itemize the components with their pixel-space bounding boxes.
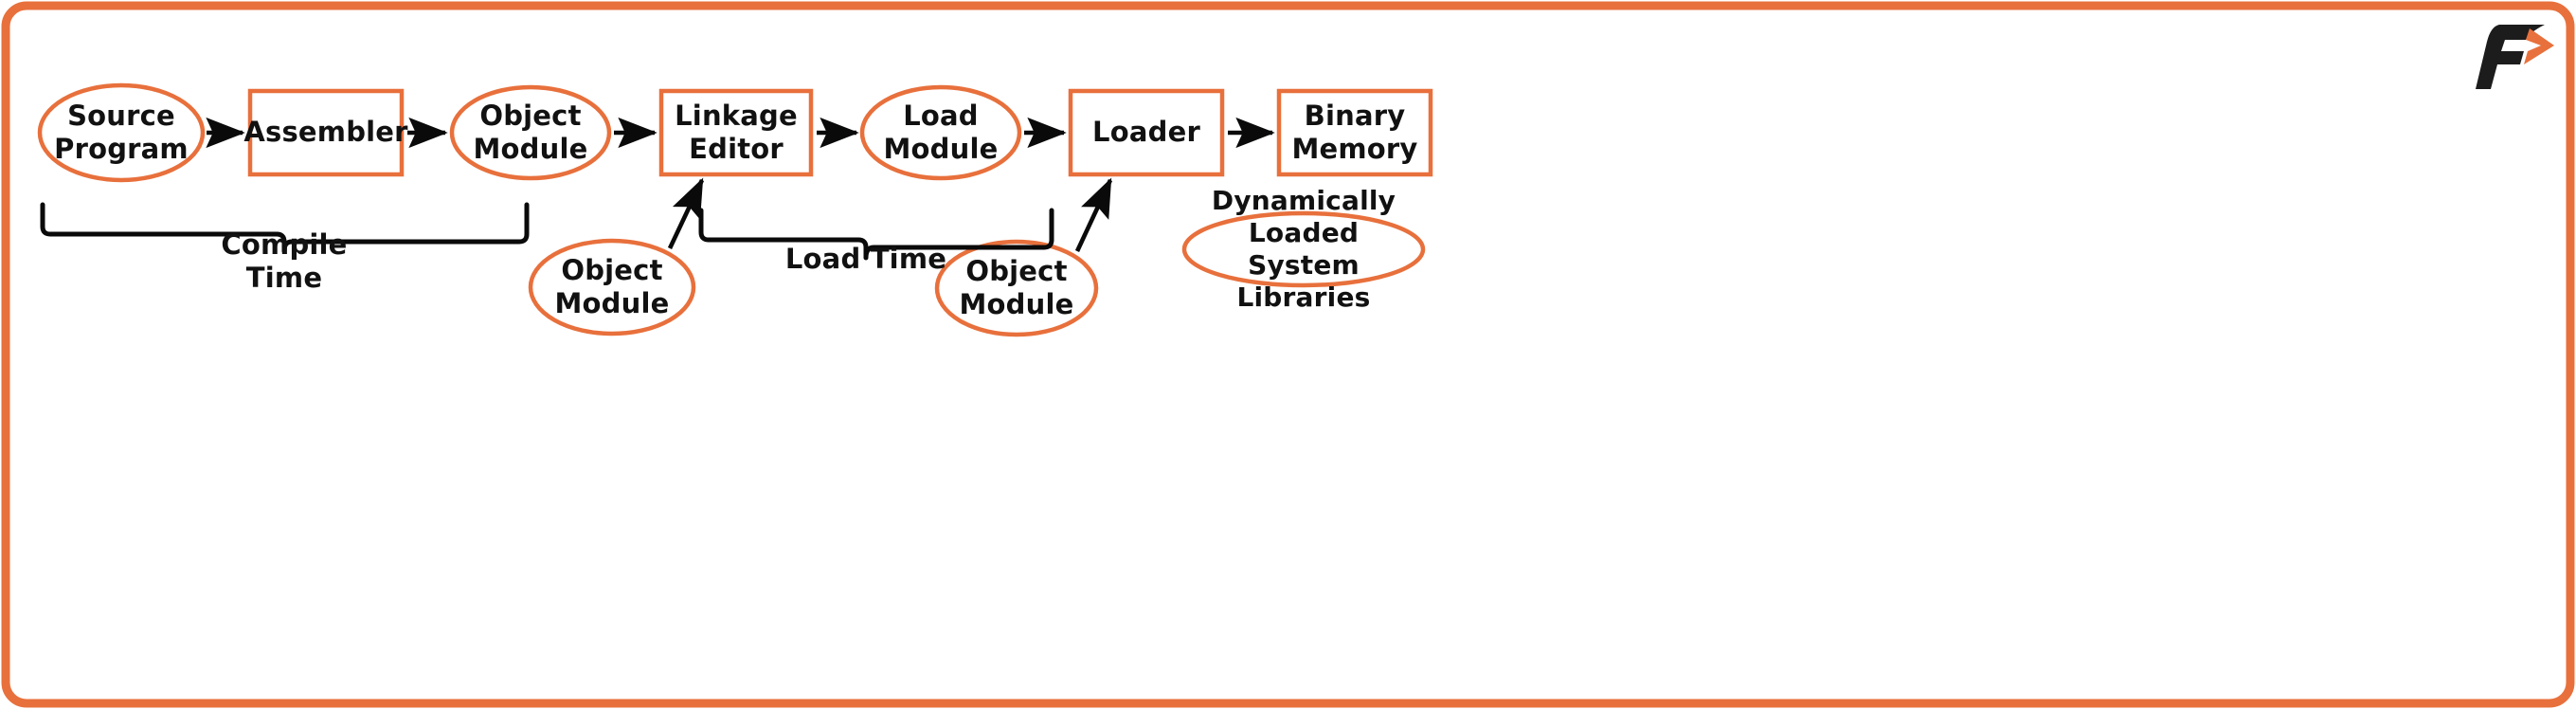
arrow-object3-to-loader (1074, 177, 1113, 252)
node-source-program-shape (37, 82, 206, 183)
node-binary-memory-shape (1276, 88, 1433, 177)
load-time-brace-path (698, 208, 1054, 261)
node-object-module-1-shape (449, 84, 612, 181)
node-linkage-editor-shape (658, 88, 814, 177)
node-loader-shape (1068, 88, 1225, 177)
node-dynamic-libs-shape (1181, 210, 1426, 288)
arrow-object2-to-linkage (667, 177, 705, 249)
node-assembler-shape (247, 88, 405, 177)
logo-chevron-icon (2524, 28, 2554, 64)
logo-f-mark (2476, 25, 2545, 89)
node-load-module-shape (859, 84, 1022, 181)
node-object-module-3-shape (934, 239, 1099, 337)
node-object-module-2-shape (528, 238, 696, 336)
compile-time-brace-path (40, 202, 530, 254)
brand-f-logo (2476, 25, 2554, 89)
